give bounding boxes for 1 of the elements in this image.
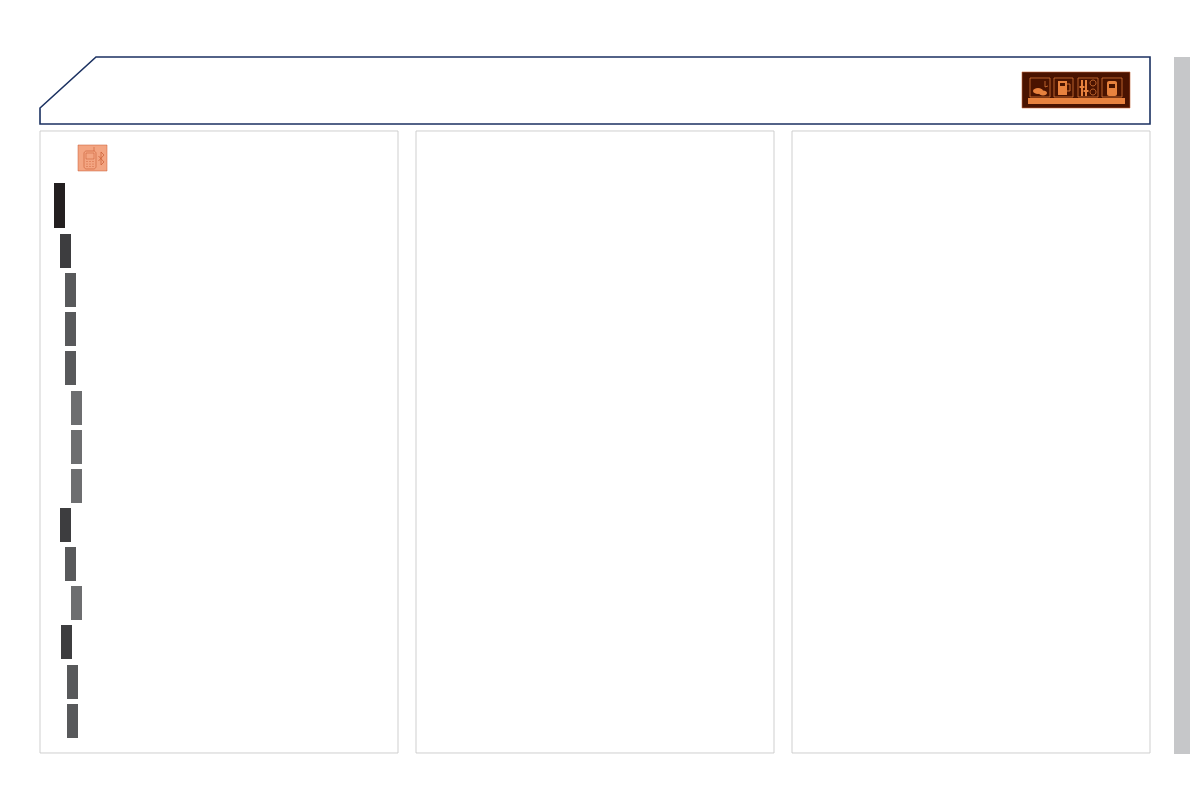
side-tab [1174, 57, 1190, 754]
